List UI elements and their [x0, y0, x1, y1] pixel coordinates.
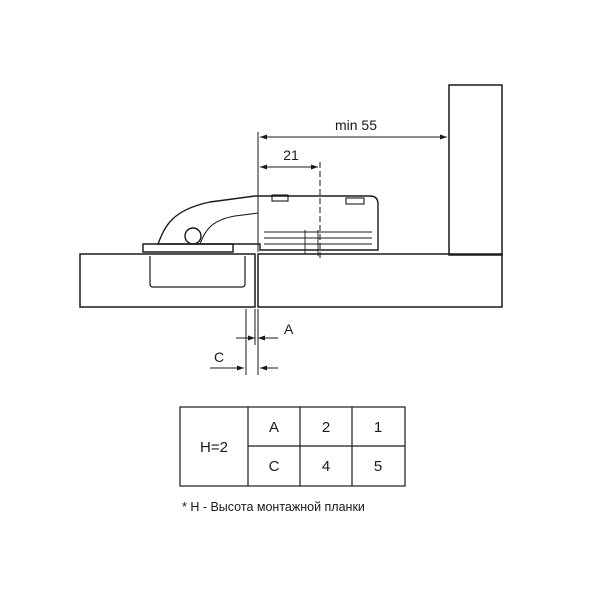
label-a: A — [284, 321, 294, 337]
table-cell: 1 — [374, 419, 382, 436]
spec-table — [179, 406, 406, 487]
label-min-55: min 55 — [335, 117, 377, 133]
table-cell: 5 — [374, 458, 382, 475]
label-21: 21 — [283, 147, 299, 163]
table-row-header: H=2 — [200, 439, 228, 456]
footnote: * H - Высота монтажной планки — [182, 500, 365, 514]
table-cell: A — [269, 419, 279, 436]
label-c: C — [214, 349, 224, 365]
dimension-lines — [210, 132, 447, 375]
table-cell: C — [269, 458, 280, 475]
table-cell: 2 — [322, 419, 330, 436]
cabinet-wall — [257, 84, 503, 308]
hinge-body — [142, 194, 379, 256]
table-cell: 4 — [322, 458, 330, 475]
door-panel — [79, 253, 256, 308]
